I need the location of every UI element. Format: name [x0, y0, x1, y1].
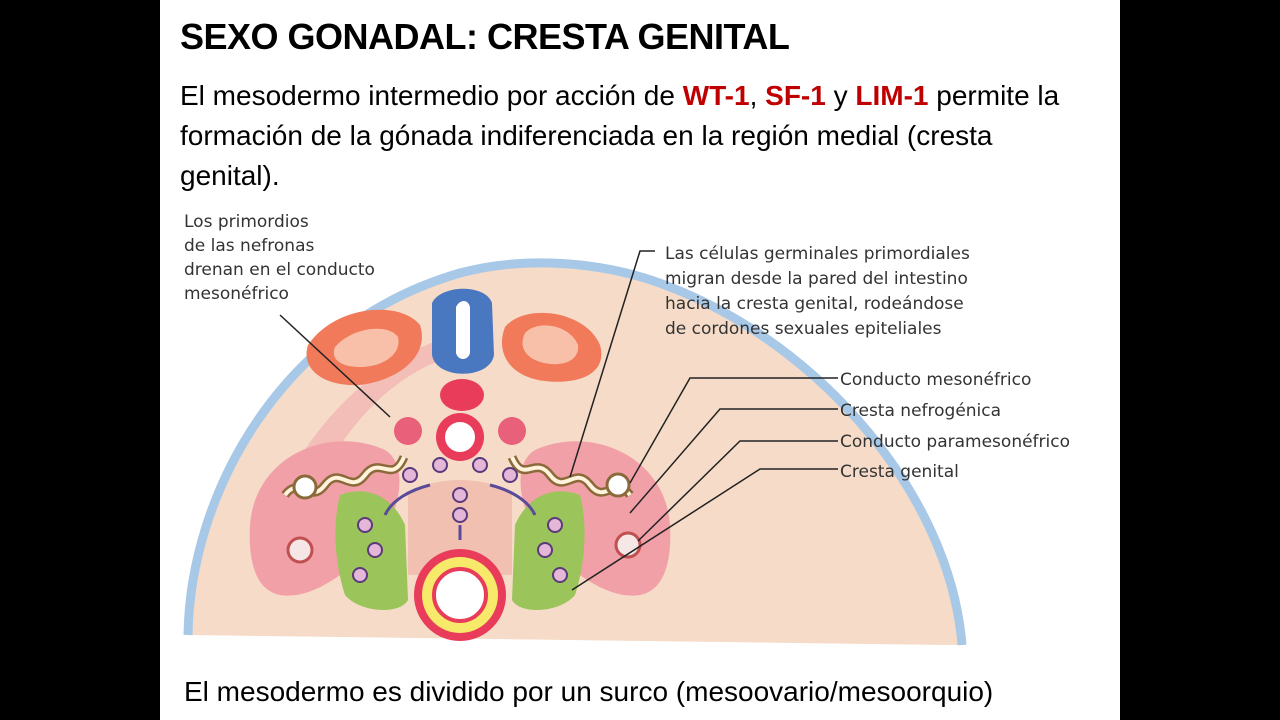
slide-title: SEXO GONADAL: CRESTA GENITAL — [180, 16, 790, 57]
factor-lim1: LIM-1 — [855, 80, 929, 111]
label-line: de las nefronas — [184, 236, 314, 256]
intro-sep-2: y — [825, 80, 856, 111]
germ-cells — [352, 457, 568, 583]
slide: SEXO GONADAL: CRESTA GENITAL El mesoderm… — [160, 0, 1120, 720]
neural-canal — [456, 301, 470, 359]
germ-cell — [472, 457, 488, 473]
gut-lumen — [432, 567, 488, 623]
leader-paramesonephric-duct — [637, 440, 838, 542]
label-nephrogenic-ridge: Cresta nefrogénica — [840, 401, 1001, 421]
leader-nephron-primordia — [279, 314, 391, 418]
glomerulus-left — [394, 417, 422, 445]
somite-right-inner — [522, 325, 579, 365]
leader-mesonephric-duct — [629, 377, 838, 484]
leader-germ-cells — [569, 250, 655, 478]
migration-arrow — [489, 483, 537, 516]
leader-genital-ridge — [571, 468, 838, 591]
label-nephron-primordia: Los primordios de las nefronas drenan en… — [184, 212, 380, 304]
footer-statement: El mesodermo es dividido por un surco (m… — [184, 676, 994, 707]
germ-cell — [537, 542, 553, 558]
label-germ-cells: Las células germinales primordiales migr… — [665, 244, 975, 339]
paramesonephric-duct-right — [614, 531, 642, 559]
germ-cell — [547, 517, 563, 533]
factor-wt1: WT-1 — [682, 80, 750, 111]
notochord — [440, 379, 484, 411]
label-line: migran desde la pared del intestino — [665, 269, 968, 289]
migration-arrow — [383, 483, 431, 516]
label-line: drenan en el conducto — [184, 260, 375, 280]
mesonephric-duct-right — [605, 472, 631, 498]
label-line: de cordones sexuales epiteliales — [665, 319, 942, 339]
label-line: Los primordios — [184, 212, 309, 232]
leader-lines — [279, 250, 838, 591]
dorsal-aorta-lumen — [445, 422, 475, 452]
intro-sep-1: , — [749, 80, 766, 111]
label-paramesonephric-duct: Conducto paramesonéfrico — [840, 432, 1070, 452]
somite-left-inner — [333, 328, 399, 367]
mesonephric-duct-left — [292, 474, 318, 500]
germ-cell — [357, 517, 373, 533]
germ-cell — [502, 467, 518, 483]
label-genital-ridge: Cresta genital — [840, 462, 959, 482]
germ-cell — [432, 457, 448, 473]
label-mesonephric-duct: Conducto mesonéfrico — [840, 370, 1031, 390]
embryo-cross-section-diagram: Los primordios de las nefronas drenan en… — [183, 212, 1070, 646]
germ-cell — [367, 542, 383, 558]
migration-arrows — [383, 483, 537, 540]
germ-cell — [452, 487, 468, 503]
label-line: hacia la cresta genital, rodeándose — [665, 294, 964, 314]
intro-text-1: El mesodermo intermedio por acción de — [180, 80, 683, 111]
germ-cell — [352, 567, 368, 583]
label-line: Las células germinales primordiales — [665, 244, 970, 264]
leader-nephrogenic-ridge — [629, 408, 838, 514]
intro-text-2: permite la formación de la gónada indife… — [180, 80, 1060, 191]
intro-paragraph: El mesodermo intermedio por acción de WT… — [180, 76, 1080, 196]
glomerulus-right — [498, 417, 526, 445]
label-line: mesonéfrico — [184, 284, 289, 304]
germ-cell — [452, 507, 468, 523]
germ-cell — [552, 567, 568, 583]
factor-sf1: SF-1 — [765, 80, 826, 111]
paramesonephric-duct-left — [286, 536, 314, 564]
germ-cell — [402, 467, 418, 483]
